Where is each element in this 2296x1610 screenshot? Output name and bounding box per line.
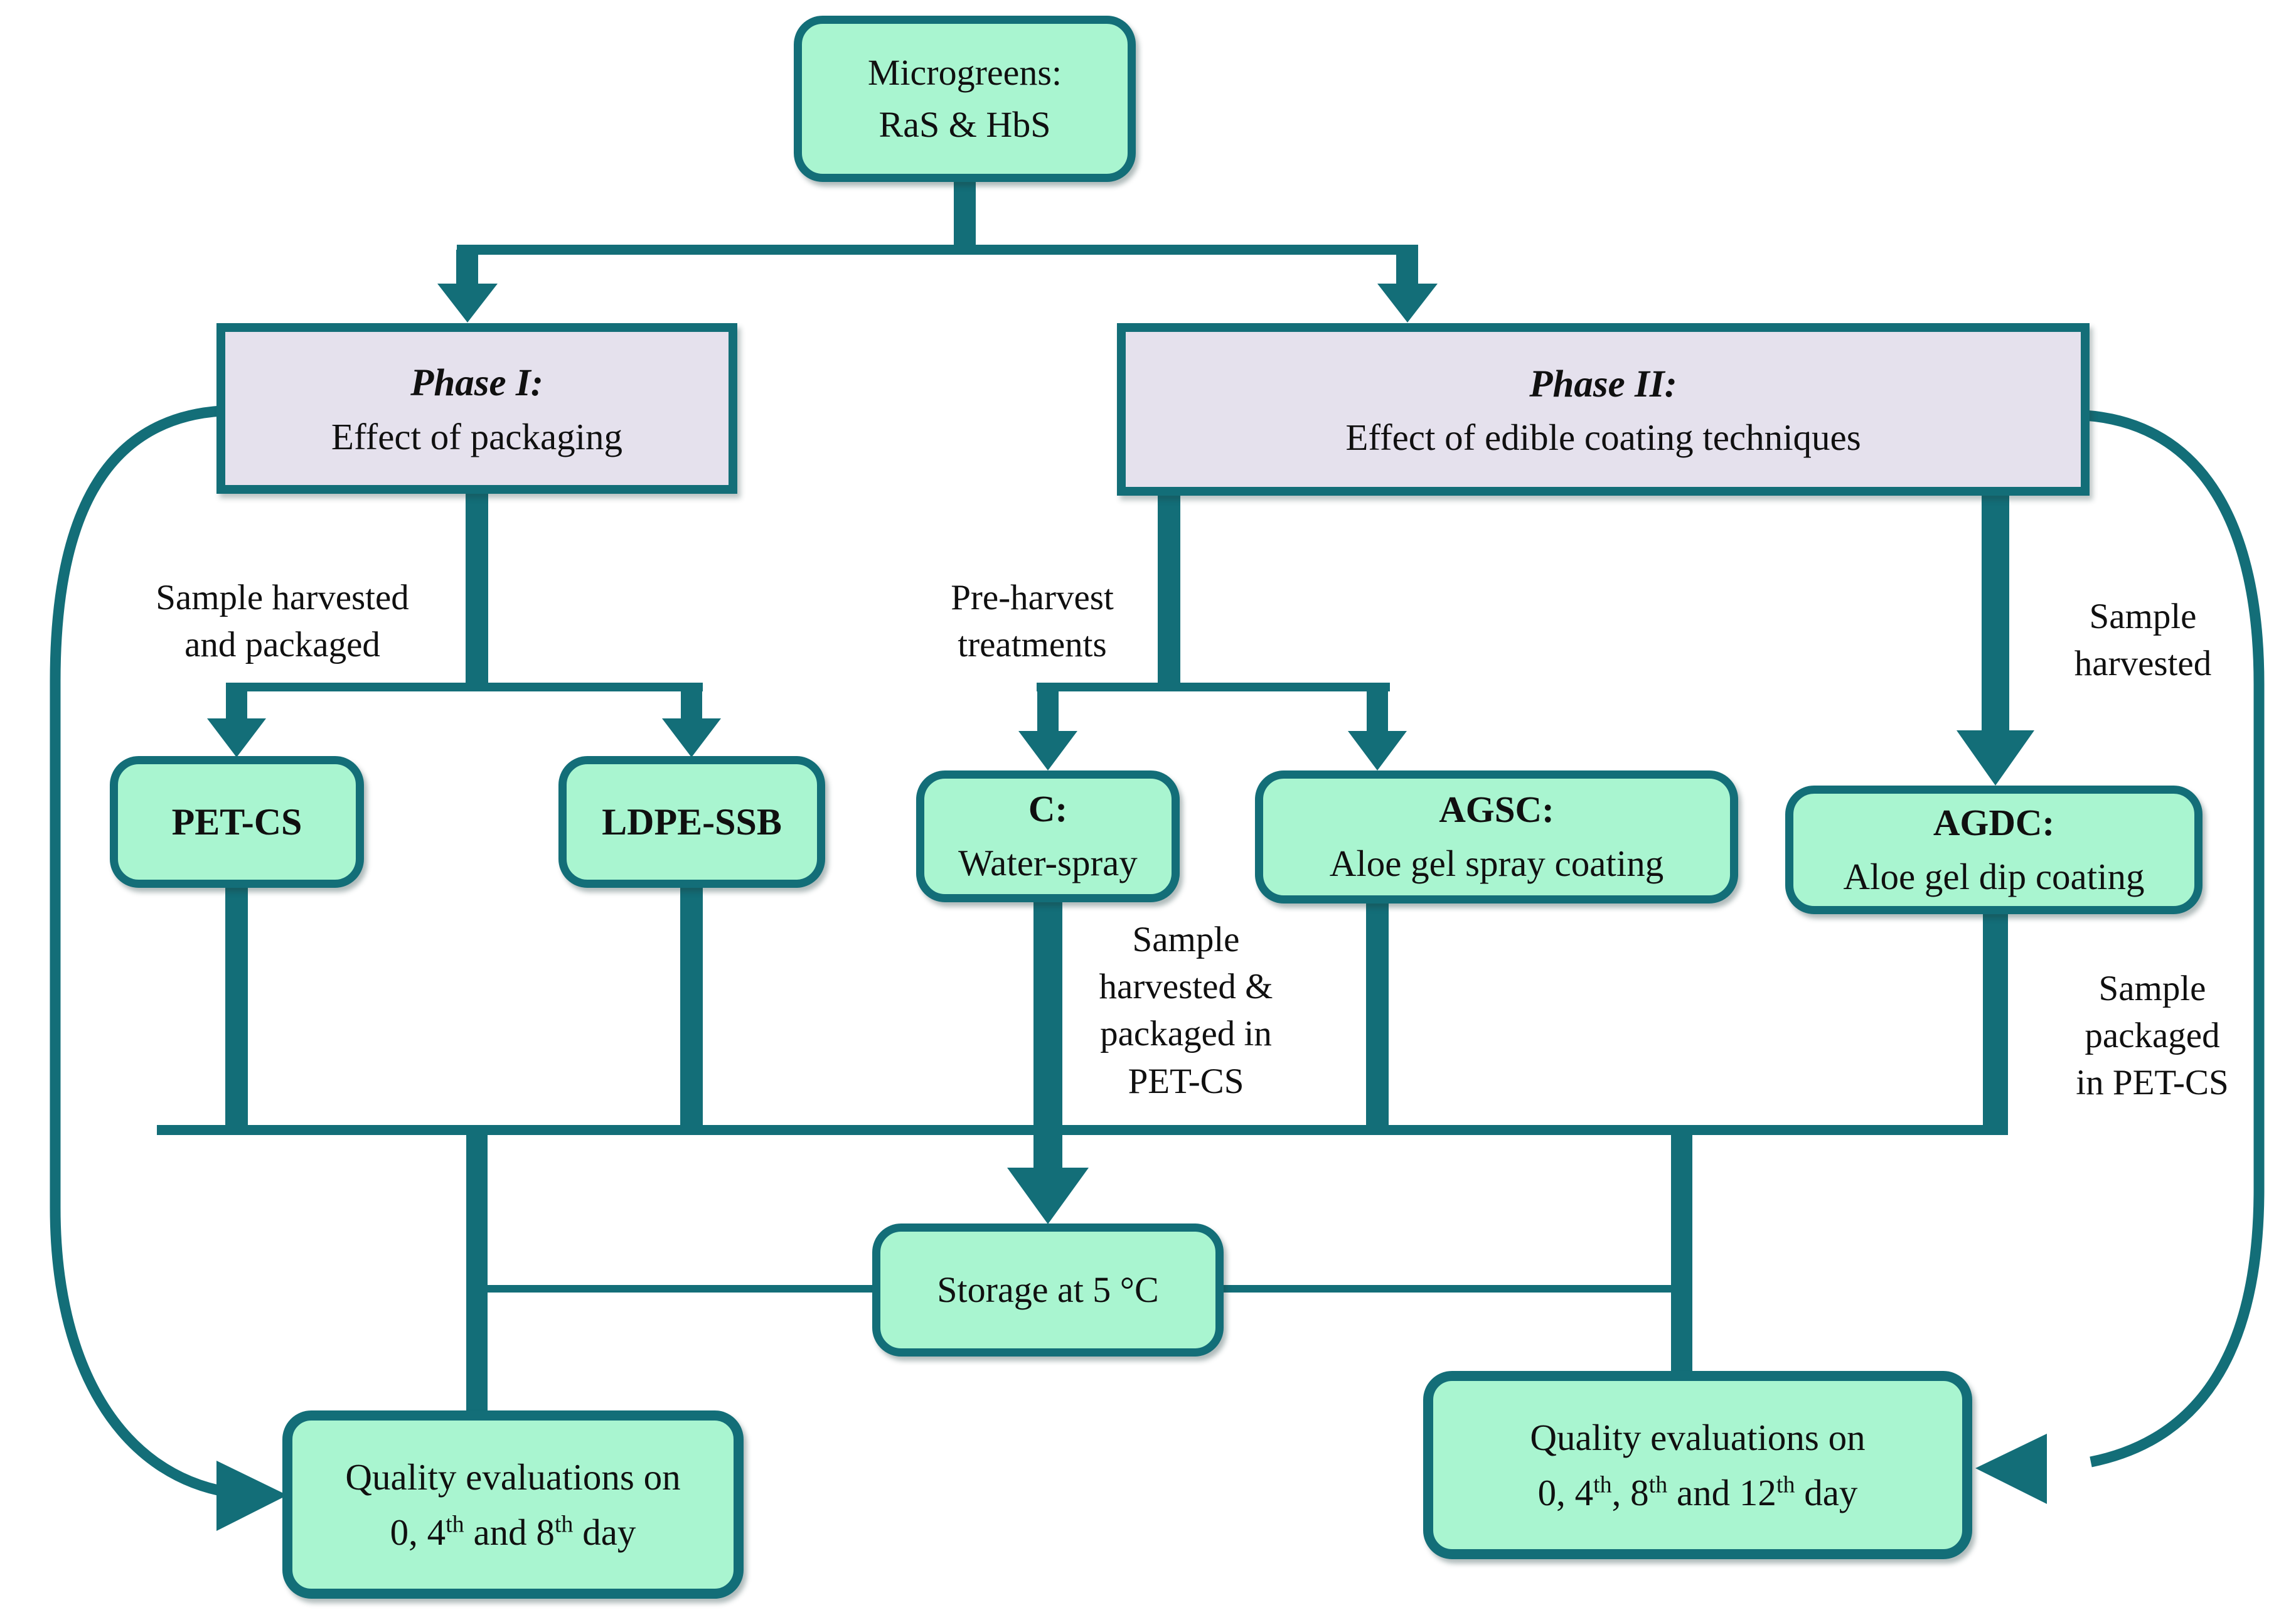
label-line: Sample	[1132, 920, 1240, 959]
connector-phase1-branch-bar	[226, 683, 703, 691]
arrow-into-storage-shaft	[1033, 900, 1062, 1169]
quality-right-line1: Quality evaluations on	[1530, 1416, 1866, 1458]
left-arc-arrowhead	[216, 1461, 287, 1531]
quality-right-sup-2: th	[1648, 1471, 1668, 1498]
connector-storage-left-link	[477, 1285, 872, 1293]
connector-phase1-stem	[466, 493, 488, 684]
label-line: and packaged	[184, 625, 380, 665]
connector-phase2-left-stem	[1158, 493, 1180, 684]
label-line: Pre-harvest	[951, 578, 1114, 617]
label-line: harvested &	[1099, 967, 1273, 1007]
label-line: packaged	[2085, 1016, 2220, 1056]
arrow-into-ldpe-head	[662, 718, 721, 757]
arrow-into-phase2-shaft	[1396, 250, 1418, 284]
c-water-code: C:	[1028, 788, 1068, 830]
connector-agdc-down	[1983, 913, 2008, 1131]
quality-left-line2: 0, 4th and 8th day	[390, 1505, 636, 1560]
agsc-desc: Aloe gel spray coating	[1329, 843, 1664, 884]
label-sample-packaged-petcs: Sample packaged in PET-CS	[2049, 965, 2256, 1107]
agdc-code: AGDC:	[1933, 801, 2055, 843]
microgreens-line1: Microgreens:	[867, 52, 1062, 93]
node-ldpe-ssb: LDPE-SSB	[558, 756, 825, 888]
label-sample-harvested-packaged: Sample harvested and packaged	[104, 574, 461, 668]
quality-right-days-4: day	[1795, 1472, 1858, 1513]
label-preharvest-treatments: Pre-harvest treatments	[913, 574, 1151, 668]
connector-top-split-bar	[457, 245, 1418, 255]
arrow-into-phase1-head	[437, 284, 498, 323]
label-line: Sample	[2098, 969, 2206, 1008]
quality-left-sup-1: th	[446, 1511, 464, 1538]
arrow-into-pet-head	[207, 718, 266, 757]
label-sample-harvested-packaged-petcs: Sample harvested & packaged in PET-CS	[1067, 916, 1305, 1105]
c-water-desc: Water-spray	[958, 842, 1138, 883]
left-arc-path	[50, 405, 228, 1498]
quality-right-line2: 0, 4th, 8th and 12th day	[1538, 1465, 1858, 1521]
node-quality-left: Quality evaluations on 0, 4th and 8th da…	[282, 1410, 744, 1599]
connector-microgreens-stem	[954, 179, 976, 247]
node-phase1: Phase I: Effect of packaging	[216, 323, 737, 494]
quality-right-days-3: and 12	[1667, 1472, 1776, 1513]
label-line: harvested	[2074, 644, 2212, 684]
connector-pet-down	[225, 885, 248, 1133]
pet-cs-label: PET-CS	[171, 801, 302, 843]
arrow-into-agsc-head	[1348, 731, 1407, 770]
connector-collector-bar	[157, 1125, 2008, 1135]
connector-drop-right	[1671, 1133, 1692, 1374]
agsc-code: AGSC:	[1439, 789, 1554, 831]
label-sample-harvested: Sample harvested	[2039, 593, 2246, 687]
arrow-into-ldpe-shaft	[681, 687, 702, 720]
agdc-desc: Aloe gel dip coating	[1843, 855, 2145, 897]
label-line: Sample harvested	[156, 578, 409, 617]
node-storage: Storage at 5 °C	[872, 1223, 1224, 1357]
label-line: Sample	[2089, 597, 2197, 636]
label-line: packaged in	[1100, 1014, 1272, 1054]
arrow-into-agdc-shaft	[1982, 493, 2009, 732]
node-microgreens: Microgreens: RaS & HbS	[794, 16, 1136, 182]
phase2-title: Phase II:	[1529, 363, 1677, 405]
connector-drop-left	[466, 1133, 488, 1414]
quality-left-sup-2: th	[554, 1511, 574, 1538]
label-line: treatments	[958, 625, 1107, 665]
right-arc-arrowhead	[1975, 1434, 2047, 1504]
quality-right-days-1: 0, 4	[1537, 1472, 1594, 1513]
phase1-title: Phase I:	[410, 362, 543, 405]
connector-storage-right-link	[1224, 1285, 1682, 1293]
node-agsc: AGSC: Aloe gel spray coating	[1255, 770, 1738, 904]
quality-right-sup-1: th	[1593, 1471, 1612, 1498]
quality-left-days-2: and 8	[464, 1511, 555, 1553]
ldpe-ssb-label: LDPE-SSB	[602, 801, 782, 843]
arrow-into-storage-head	[1007, 1168, 1089, 1224]
node-quality-right: Quality evaluations on 0, 4th, 8th and 1…	[1423, 1371, 1972, 1559]
phase1-subtitle: Effect of packaging	[331, 415, 623, 457]
connector-ldpe-down	[680, 885, 703, 1133]
node-phase2: Phase II: Effect of edible coating techn…	[1117, 323, 2090, 496]
microgreens-line2: RaS & HbS	[878, 104, 1051, 145]
connector-agsc-down	[1366, 902, 1389, 1131]
arrow-into-c-head	[1018, 731, 1077, 770]
quality-left-days-1: 0, 4	[390, 1511, 446, 1553]
quality-left-days-3: day	[573, 1511, 636, 1553]
phase2-subtitle: Effect of edible coating techniques	[1345, 417, 1861, 459]
arrow-into-c-shaft	[1037, 687, 1059, 732]
storage-label: Storage at 5 °C	[937, 1269, 1159, 1310]
quality-right-sup-3: th	[1776, 1471, 1795, 1498]
arrow-into-phase2-head	[1377, 284, 1438, 323]
quality-right-days-2: , 8	[1611, 1472, 1649, 1513]
node-pet-cs: PET-CS	[110, 756, 364, 888]
arrow-into-agdc-head	[1957, 730, 2034, 786]
connector-phase2-branch-bar	[1037, 683, 1390, 691]
arrow-into-pet-shaft	[226, 687, 247, 720]
node-agdc: AGDC: Aloe gel dip coating	[1785, 786, 2203, 914]
quality-left-line1: Quality evaluations on	[345, 1456, 681, 1498]
label-line: PET-CS	[1128, 1061, 1244, 1101]
node-c-water-spray: C: Water-spray	[916, 770, 1180, 902]
label-line: in PET-CS	[2076, 1063, 2229, 1103]
arrow-into-phase1-shaft	[456, 250, 478, 284]
arrow-into-agsc-shaft	[1367, 687, 1388, 732]
right-arc-path	[2084, 410, 2265, 1468]
